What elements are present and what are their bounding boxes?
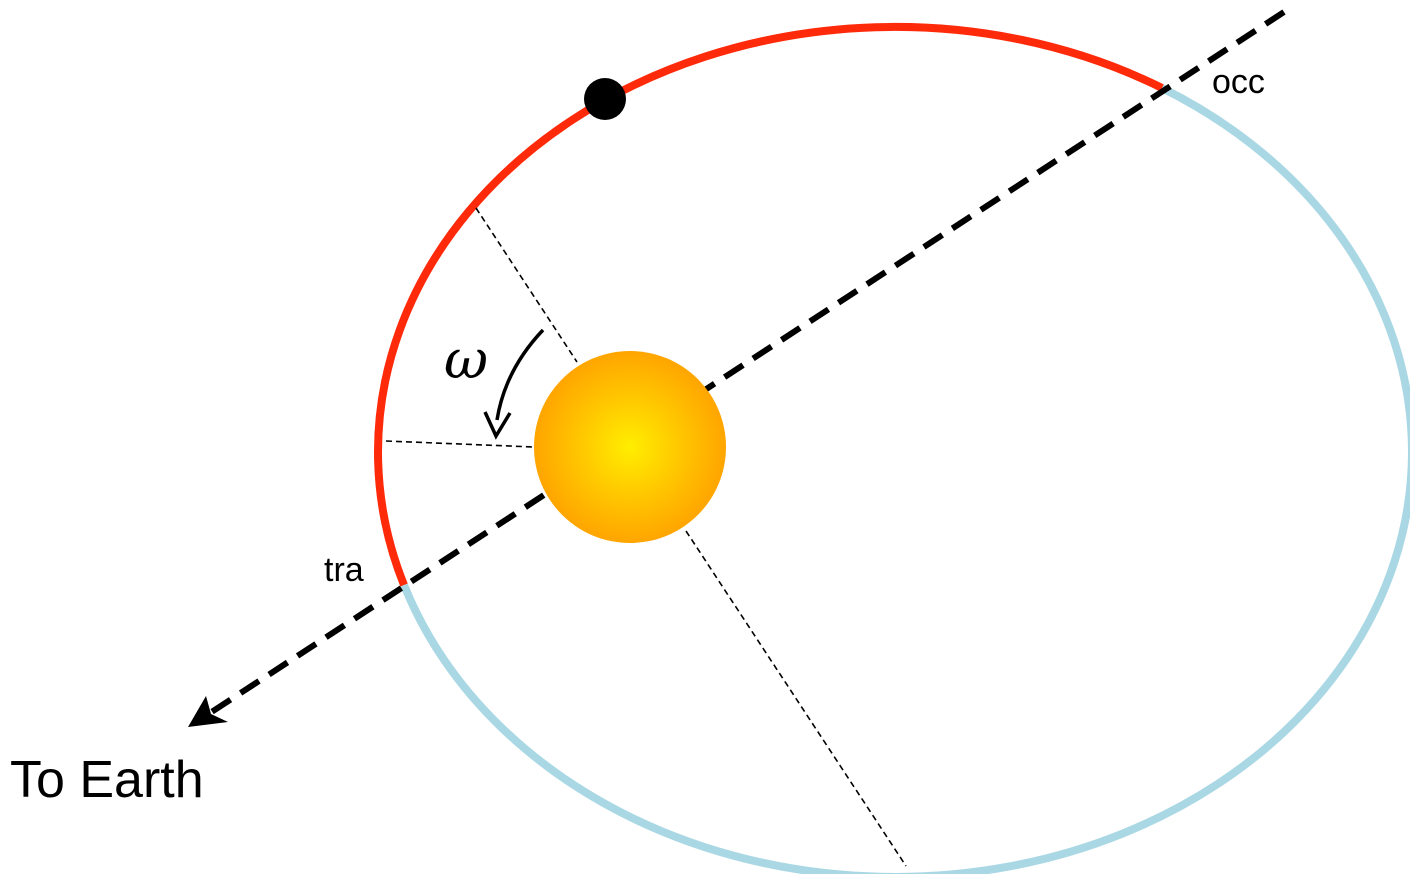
sky-plane-reference-line [385, 440, 535, 448]
transit-label: tra [324, 551, 364, 589]
to-earth-arrowhead [188, 696, 228, 727]
periapsis-reference-line [475, 207, 578, 363]
star [534, 351, 726, 543]
to-earth-label: To Earth [10, 751, 204, 809]
orbit-night-side [400, 84, 1410, 874]
line-of-sight [208, 9, 1286, 716]
occultation-label: occ [1212, 63, 1265, 101]
orbit-day-side [374, 22, 1164, 587]
omega-angle-arrow [495, 328, 545, 421]
omega-label: ω [444, 328, 488, 391]
planet [584, 78, 626, 120]
apoapsis-reference-line [685, 530, 907, 867]
omega-arrowhead [483, 411, 512, 440]
